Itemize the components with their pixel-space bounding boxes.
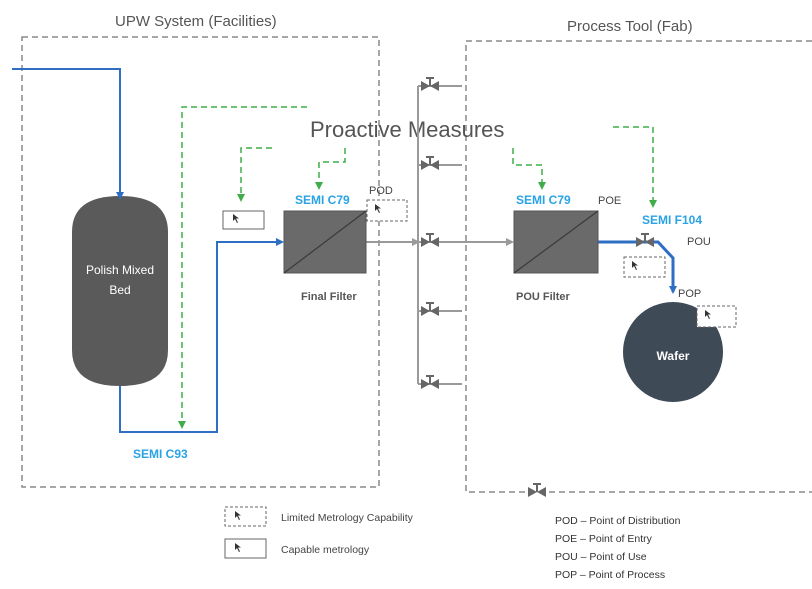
semi-c79-final-label: SEMI C79 bbox=[295, 193, 350, 207]
poe-label: POE bbox=[598, 195, 621, 207]
valve-icon bbox=[420, 302, 440, 317]
capable-metrology-box bbox=[222, 210, 265, 230]
proactive-measures-title: Proactive Measures bbox=[310, 117, 504, 142]
limited-metrology-box-pop bbox=[696, 305, 737, 328]
semi-c79-pou-label: SEMI C79 bbox=[516, 193, 571, 207]
final-filter-label: Final Filter bbox=[301, 291, 357, 303]
process-tool-title: Process Tool (Fab) bbox=[567, 18, 693, 35]
legend-limited-label: Limited Metrology Capability bbox=[281, 512, 414, 524]
pou-valve-icon bbox=[635, 233, 655, 248]
process-tool-boundary bbox=[465, 40, 812, 493]
polish-mixed-bed: Polish Mixed Bed bbox=[72, 196, 168, 386]
wafer-label: Wafer bbox=[657, 349, 690, 363]
abbreviation-item: POE – Point of Entry bbox=[555, 533, 653, 545]
upw-system-boundary bbox=[21, 36, 380, 488]
polish-bed-label-line1: Polish Mixed bbox=[86, 263, 154, 277]
pou-filter-to-wafer-line bbox=[598, 240, 677, 294]
legend: Limited Metrology Capability Capable met… bbox=[224, 506, 414, 559]
valve-icon bbox=[420, 375, 440, 390]
abbreviation-item: POD – Point of Distribution bbox=[555, 515, 681, 527]
pou-label: POU bbox=[687, 236, 711, 248]
abbreviation-list: POD – Point of Distribution POE – Point … bbox=[555, 515, 681, 581]
upw-inlet-line bbox=[12, 68, 124, 200]
valve-icon bbox=[527, 483, 547, 498]
semi-f104-label: SEMI F104 bbox=[642, 213, 702, 227]
abbreviation-item: POP – Point of Process bbox=[555, 569, 665, 581]
valve-icon bbox=[420, 156, 440, 171]
valve-icon bbox=[420, 77, 440, 92]
legend-capable-label: Capable metrology bbox=[281, 544, 370, 556]
legend-capable-swatch bbox=[224, 538, 267, 559]
bed-to-final-filter-line bbox=[119, 238, 284, 433]
upw-system-title: UPW System (Facilities) bbox=[115, 13, 277, 30]
limited-metrology-box-pod bbox=[366, 199, 408, 222]
pou-filter bbox=[513, 210, 599, 274]
pod-label: POD bbox=[369, 185, 393, 197]
limited-metrology-box-pou bbox=[623, 256, 666, 278]
semi-c93-label: SEMI C93 bbox=[133, 447, 188, 461]
pou-filter-label: POU Filter bbox=[516, 291, 571, 303]
abbreviation-item: POU – Point of Use bbox=[555, 551, 647, 563]
polish-bed-label-line2: Bed bbox=[109, 283, 130, 297]
proactive-measure-arrows bbox=[178, 106, 657, 429]
final-filter bbox=[283, 210, 367, 274]
legend-limited-swatch bbox=[224, 506, 267, 527]
valve-icon bbox=[420, 233, 440, 248]
pop-label: POP bbox=[678, 288, 701, 300]
